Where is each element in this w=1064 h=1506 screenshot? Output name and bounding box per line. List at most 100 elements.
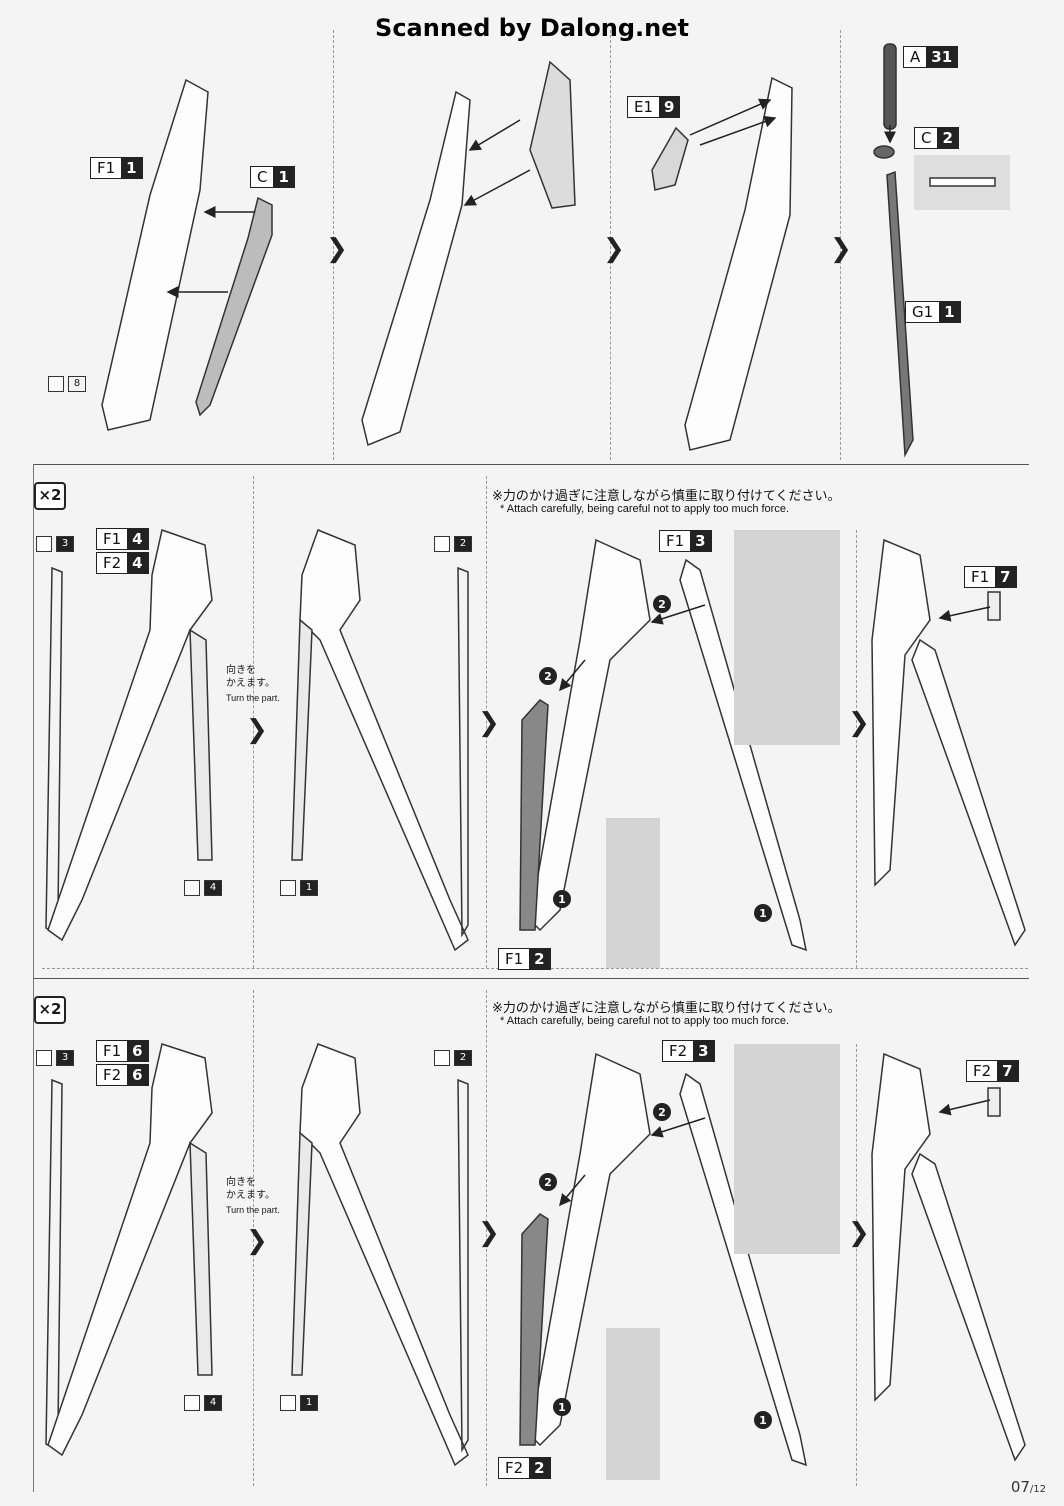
step-marker-2-label: 2 xyxy=(544,1176,552,1189)
g1-rod-part xyxy=(886,170,914,458)
a31-cable-part xyxy=(883,43,897,130)
step-marker-1-label: 1 xyxy=(558,893,566,906)
frame-left-arm xyxy=(189,628,213,861)
c2-joint-part xyxy=(873,145,895,159)
quantity-badge: ×2 xyxy=(34,482,66,510)
caution-note-en: * Attach carefully, being careful not to… xyxy=(500,503,790,515)
step-marker-glyphs xyxy=(539,595,772,1429)
turn-note-en: Turn the part. xyxy=(226,1205,280,1215)
tool-side-rod xyxy=(457,1078,469,1453)
tool-side-rod xyxy=(457,566,469,938)
row2-left-border xyxy=(33,464,34,978)
next-step-arrow: ❯ xyxy=(246,1226,268,1256)
tool-reference: 4 xyxy=(184,880,222,896)
f2-2-inset xyxy=(606,1328,660,1480)
f2-3-inset xyxy=(734,1044,840,1254)
step-separator xyxy=(253,990,254,1486)
c2-detail-shape xyxy=(929,177,996,187)
step-marker-2 xyxy=(539,667,557,685)
tool-reference: 3 xyxy=(36,536,74,552)
hinge-assembly xyxy=(529,60,576,209)
nipper-icon xyxy=(434,1050,450,1066)
next-step-arrow: ❯ xyxy=(848,1218,870,1248)
page-number: 07/12 xyxy=(1010,1478,1046,1496)
step-marker-1 xyxy=(553,1398,571,1416)
frame-turned-view xyxy=(299,1043,469,1467)
next-step-arrow: ❯ xyxy=(830,234,852,264)
f2-2-part xyxy=(519,1213,549,1446)
frame-step4 xyxy=(871,538,931,887)
tool-side-rod xyxy=(45,566,63,932)
tool-side-rod xyxy=(45,1078,63,1448)
frame-step3 xyxy=(529,1052,651,1447)
step-marker-1 xyxy=(754,1411,772,1429)
f1-3-inset xyxy=(734,530,840,745)
row-divider-2 xyxy=(33,978,1029,979)
step-marker-2 xyxy=(653,1103,671,1121)
step-separator xyxy=(486,476,487,968)
tool-reference: 2 xyxy=(434,1050,472,1066)
assembly-arrow xyxy=(699,115,777,146)
assembly-arrow xyxy=(938,1099,991,1116)
step-separator xyxy=(840,30,841,460)
e1-cap-part xyxy=(651,126,689,191)
assembly-arrow xyxy=(559,1174,586,1207)
assembly-arrow xyxy=(689,98,772,136)
nipper-icon xyxy=(36,536,52,552)
step-marker-1-label: 1 xyxy=(759,907,767,920)
nipper-icon xyxy=(184,880,200,896)
assembly-arrow xyxy=(559,659,586,692)
next-step-arrow: ❯ xyxy=(603,234,625,264)
tool-reference: 8 xyxy=(48,376,86,392)
step-marker-2 xyxy=(653,595,671,613)
f1-blade-part xyxy=(101,78,209,431)
frame-left-view xyxy=(47,1043,213,1457)
turn-note-en: Turn the part. xyxy=(226,693,280,703)
scan-watermark: Scanned by Dalong.net xyxy=(375,14,689,42)
assembly-arrow xyxy=(650,1117,706,1138)
frame-step4-arm xyxy=(911,638,1026,947)
step-marker-1-label: 1 xyxy=(759,1414,767,1427)
frame-step4-arm xyxy=(911,1152,1026,1462)
turn-note-jp: 向きをかえます。 xyxy=(226,665,275,689)
step-marker-1-label: 1 xyxy=(558,1401,566,1414)
assembly-arrow xyxy=(938,606,991,622)
next-step-arrow: ❯ xyxy=(478,1218,500,1248)
step-marker-2-label: 2 xyxy=(544,670,552,683)
f1-2-inset xyxy=(606,818,660,968)
step-separator xyxy=(253,476,254,968)
tool-reference: 3 xyxy=(36,1050,74,1066)
assembly-arrow xyxy=(650,604,706,625)
step-marker-1 xyxy=(754,904,772,922)
blade-step3 xyxy=(684,76,793,451)
step-marker-2-label: 2 xyxy=(658,1106,666,1119)
step-separator xyxy=(856,530,857,968)
step-marker-1 xyxy=(553,890,571,908)
tool-reference: 1 xyxy=(280,1395,318,1411)
step-marker-2 xyxy=(539,1173,557,1191)
next-step-arrow: ❯ xyxy=(246,715,268,745)
frame-step3 xyxy=(529,538,651,932)
assembly-arrow xyxy=(468,119,521,151)
nipper-icon xyxy=(184,1395,200,1411)
next-step-arrow: ❯ xyxy=(848,708,870,738)
f2-3-part xyxy=(679,1072,807,1467)
row-divider-1 xyxy=(33,464,1029,465)
nipper-icon xyxy=(280,880,296,896)
frame-turned-arm xyxy=(291,618,313,861)
caution-note-jp: ※力のかけ過ぎに注意しながら慎重に取り付けてください。 xyxy=(492,1001,841,1016)
